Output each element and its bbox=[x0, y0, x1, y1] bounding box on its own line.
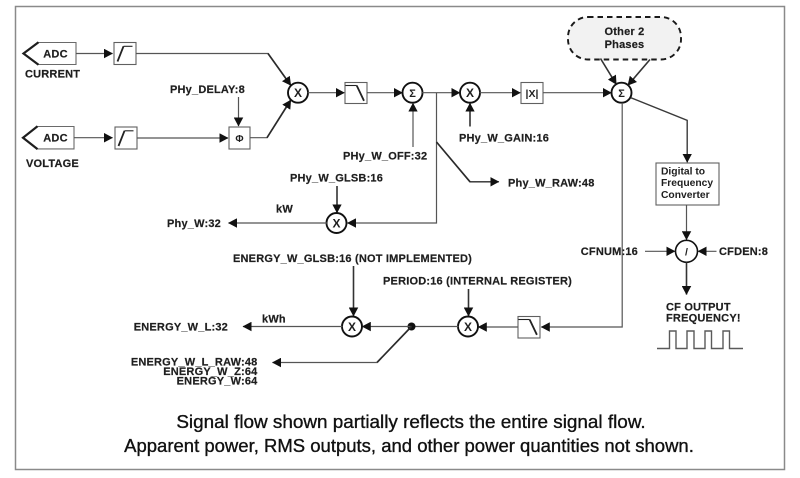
svg-text:VOLTAGE: VOLTAGE bbox=[26, 158, 79, 170]
svg-text:CFDEN:8: CFDEN:8 bbox=[719, 246, 768, 258]
svg-text:PHy_W_OFF:32: PHy_W_OFF:32 bbox=[343, 151, 427, 163]
svg-text:Converter: Converter bbox=[661, 190, 710, 201]
svg-text:ENERGY_W_Z:64: ENERGY_W_Z:64 bbox=[163, 366, 258, 378]
svg-text:X: X bbox=[348, 320, 356, 334]
svg-text:PERIOD:16 (INTERNAL REGISTER): PERIOD:16 (INTERNAL REGISTER) bbox=[383, 276, 572, 288]
svg-text:Phases: Phases bbox=[605, 39, 645, 51]
svg-text:|X|: |X| bbox=[526, 88, 539, 100]
svg-text:Phy_W:32: Phy_W:32 bbox=[167, 218, 221, 230]
svg-text:X: X bbox=[294, 86, 302, 100]
svg-text:ENERGY_W:64: ENERGY_W:64 bbox=[177, 376, 259, 388]
svg-text:ENERGY_W_L_RAW:48: ENERGY_W_L_RAW:48 bbox=[131, 357, 258, 369]
svg-text:kW: kW bbox=[276, 204, 293, 216]
svg-text:PHy_DELAY:8: PHy_DELAY:8 bbox=[170, 84, 245, 96]
svg-text:Phy_W_RAW:48: Phy_W_RAW:48 bbox=[508, 178, 595, 190]
svg-text:Digital to: Digital to bbox=[661, 167, 705, 178]
svg-text:Apparent power, RMS outputs, a: Apparent power, RMS outputs, and other p… bbox=[124, 435, 694, 456]
svg-text:ADC: ADC bbox=[43, 48, 67, 60]
svg-text:Frequency: Frequency bbox=[661, 178, 713, 189]
svg-text:Φ: Φ bbox=[235, 134, 243, 145]
svg-text:Signal flow shown partially re: Signal flow shown partially reflects the… bbox=[176, 412, 645, 433]
svg-text:FREQUENCY!: FREQUENCY! bbox=[666, 313, 741, 325]
svg-text:Σ: Σ bbox=[409, 88, 416, 100]
svg-text:kWh: kWh bbox=[262, 314, 286, 326]
svg-text:ENERGY_W_GLSB:16 (NOT IMPLEMEN: ENERGY_W_GLSB:16 (NOT IMPLEMENTED) bbox=[233, 253, 472, 265]
svg-text:CFNUM:16: CFNUM:16 bbox=[581, 246, 638, 258]
svg-text:X: X bbox=[332, 216, 340, 230]
svg-text:CF OUTPUT: CF OUTPUT bbox=[666, 302, 731, 314]
svg-text:Other 2: Other 2 bbox=[605, 26, 645, 38]
svg-text:/: / bbox=[685, 247, 688, 259]
svg-text:CURRENT: CURRENT bbox=[25, 69, 80, 81]
svg-text:PHy_W_GLSB:16: PHy_W_GLSB:16 bbox=[290, 173, 383, 185]
svg-text:X: X bbox=[466, 86, 474, 100]
svg-text:X: X bbox=[464, 320, 472, 334]
svg-text:ENERGY_W_L:32: ENERGY_W_L:32 bbox=[134, 322, 228, 334]
svg-text:PHy_W_GAIN:16: PHy_W_GAIN:16 bbox=[459, 133, 549, 145]
svg-text:Σ: Σ bbox=[618, 88, 625, 100]
svg-text:ADC: ADC bbox=[43, 133, 67, 145]
